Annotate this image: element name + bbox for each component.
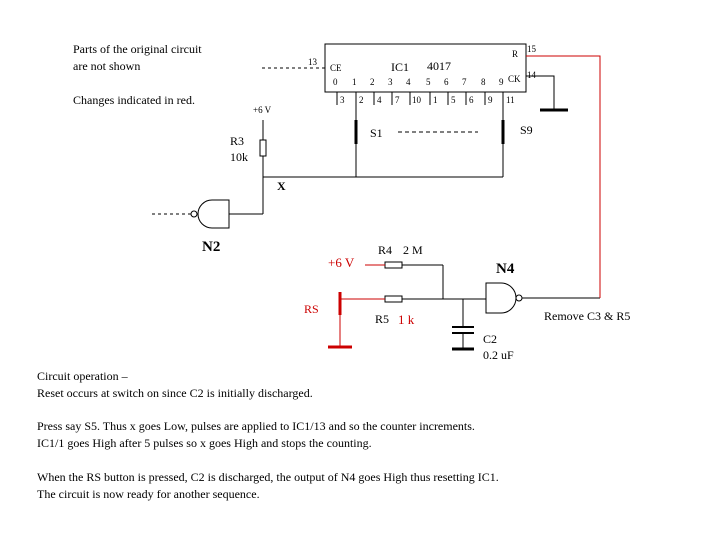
ic1-pin-number: 6 bbox=[469, 95, 474, 105]
ic1-reset-label: R bbox=[512, 49, 519, 59]
description-block: When the RS button is pressed, C2 is dis… bbox=[37, 469, 499, 503]
node-x-label: X bbox=[277, 179, 286, 193]
ic1-pin-number: 3 bbox=[340, 95, 345, 105]
description-block: Circuit operation – Reset occurs at swit… bbox=[37, 368, 313, 402]
description-line: Press say S5. Thus x goes Low, pulses ar… bbox=[37, 419, 475, 433]
r4-value: 2 M bbox=[403, 243, 423, 257]
description-line: When the RS button is pressed, C2 is dis… bbox=[37, 470, 499, 484]
ic1-pin-number: 9 bbox=[488, 95, 493, 105]
description-line: Reset occurs at switch on since C2 is in… bbox=[37, 386, 313, 400]
r3-value: 10k bbox=[230, 150, 248, 164]
r3-resistor bbox=[259, 139, 267, 157]
ic1-pin-number: 2 bbox=[359, 95, 364, 105]
r3-label: R3 bbox=[230, 134, 245, 148]
ck-ground-wire bbox=[526, 75, 555, 110]
ic1-pin-number: 4 bbox=[377, 95, 382, 105]
ic1-pin-ck: 14 bbox=[527, 70, 536, 80]
n4-gate-body bbox=[485, 282, 517, 314]
c2-value: 0.2 uF bbox=[483, 348, 514, 362]
ic1-name: IC1 bbox=[391, 60, 409, 74]
ic1-pin-ce: 13 bbox=[308, 57, 317, 67]
ic1-output-label: 7 bbox=[462, 77, 467, 87]
ic1-ce-label: CE bbox=[330, 63, 342, 73]
n4-bubble bbox=[515, 294, 523, 302]
ic1-output-label: 8 bbox=[481, 77, 486, 87]
ic1-output-label: 2 bbox=[370, 77, 375, 87]
n2-gate-body bbox=[197, 199, 230, 229]
n4-label: N4 bbox=[496, 261, 515, 277]
n2-label: N2 bbox=[202, 239, 221, 255]
rs-label: RS bbox=[304, 302, 319, 316]
description-heading: Circuit operation – bbox=[37, 369, 128, 383]
ic1-output-label: 9 bbox=[499, 77, 504, 87]
note-parts-line1: Parts of the original circuit bbox=[73, 42, 202, 56]
remove-note: Remove C3 & R5 bbox=[544, 309, 631, 323]
ic1-pin-r: 15 bbox=[527, 44, 536, 54]
description-line: The circuit is now ready for another seq… bbox=[37, 487, 260, 501]
ic1-output-label: 6 bbox=[444, 77, 449, 87]
supply-red-label: +6 V bbox=[328, 255, 355, 270]
ic1-pin-number: 5 bbox=[451, 95, 456, 105]
supply-top-label: +6 V bbox=[253, 105, 272, 115]
ic1-output-label: 1 bbox=[352, 77, 357, 87]
c2-label: C2 bbox=[483, 332, 498, 346]
r4-label: R4 bbox=[378, 243, 393, 257]
ic1-pin-number: 10 bbox=[412, 95, 421, 105]
r5-resistor bbox=[384, 295, 403, 303]
n2-bubble bbox=[190, 210, 198, 218]
description-block: Press say S5. Thus x goes Low, pulses ar… bbox=[37, 418, 475, 452]
ic1-pin-number: 7 bbox=[395, 95, 400, 105]
s1-label: S1 bbox=[370, 126, 383, 140]
reset-feedback-wire bbox=[526, 55, 601, 298]
ic1-part-number: 4017 bbox=[427, 59, 451, 73]
r4-resistor bbox=[384, 261, 403, 269]
description-line: IC1/1 goes High after 5 pulses so x goes… bbox=[37, 436, 372, 450]
ic1-output-label: 5 bbox=[426, 77, 431, 87]
ic1-clock-label: CK bbox=[508, 74, 521, 84]
note-parts-line2: are not shown bbox=[73, 59, 141, 73]
note-changes: Changes indicated in red. bbox=[73, 93, 195, 107]
ic1-output-label: 0 bbox=[333, 77, 338, 87]
ic1-output-label: 4 bbox=[406, 77, 411, 87]
ic1-pin-number: 1 bbox=[433, 95, 438, 105]
ic1-output-label: 3 bbox=[388, 77, 393, 87]
r5-value: 1 k bbox=[398, 312, 415, 327]
r5-label: R5 bbox=[375, 312, 390, 326]
s9-label: S9 bbox=[520, 123, 533, 137]
ic1-pin-number: 11 bbox=[506, 95, 515, 105]
